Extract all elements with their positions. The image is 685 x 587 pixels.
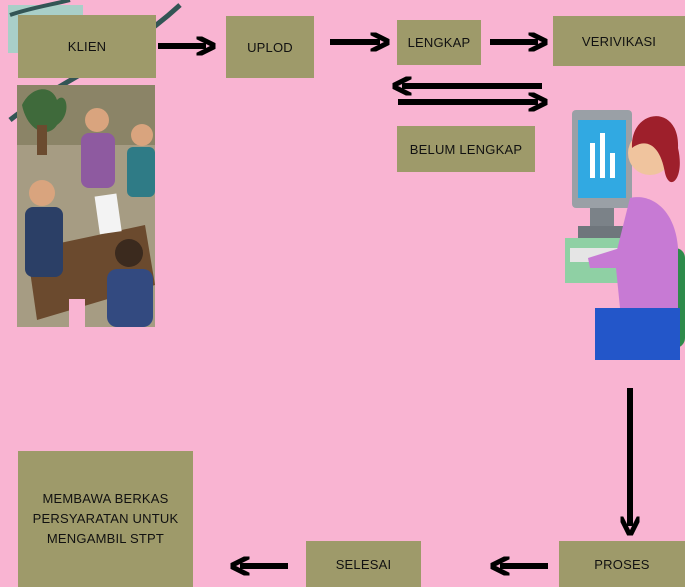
uplod-box: UPLOD xyxy=(226,16,314,78)
membawa-line-3: MENGAMBIL STPT xyxy=(46,531,165,546)
lengkap-box: LENGKAP xyxy=(397,20,481,65)
proses-box: PROSES xyxy=(559,541,685,587)
lengkap-label: LENGKAP xyxy=(407,35,471,50)
belum-lengkap-box: BELUM LENGKAP xyxy=(397,126,535,172)
uplod-label: UPLOD xyxy=(247,39,293,55)
meeting-clipart xyxy=(17,85,155,327)
membawa-line-2: PERSYARATAN UNTUK xyxy=(32,511,179,526)
corner-curve-line-2 xyxy=(9,0,71,17)
belum-lengkap-label: BELUM LENGKAP xyxy=(409,141,523,157)
verivikasi-label: VERIVIKASI xyxy=(581,33,657,49)
computer-user-clipart xyxy=(565,110,685,360)
proses-label: PROSES xyxy=(594,556,650,572)
selesai-label: SELESAI xyxy=(335,556,392,572)
klien-label: KLIEN xyxy=(67,39,107,54)
klien-box: KLIEN xyxy=(18,15,156,78)
membawa-line-1: MEMBAWA BERKAS xyxy=(42,491,169,506)
selesai-box: SELESAI xyxy=(306,541,421,587)
verivikasi-box: VERIVIKASI xyxy=(553,16,685,66)
membawa-berkas-box: MEMBAWA BERKAS PERSYARATAN UNTUK MENGAMB… xyxy=(18,451,193,587)
